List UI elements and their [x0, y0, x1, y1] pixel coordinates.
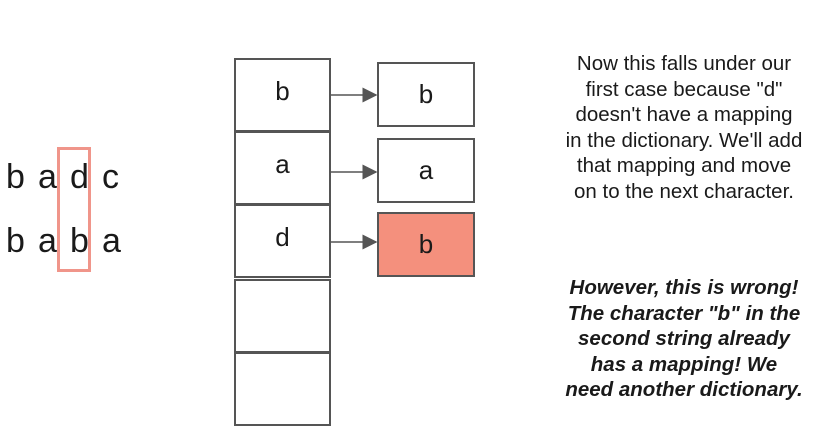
char: a — [38, 158, 57, 196]
char: b — [6, 158, 25, 196]
dict-value: b — [418, 229, 434, 259]
dict-key: d — [275, 221, 290, 252]
explanation-line: on to the next character. — [574, 179, 794, 203]
char: a — [102, 222, 121, 260]
char: a — [38, 222, 57, 260]
char: d — [70, 158, 89, 196]
dict-key-cell: d — [234, 204, 331, 278]
dict-value-box: a — [377, 138, 475, 203]
dict-key: b — [275, 75, 290, 106]
warning-line: second string already — [578, 327, 790, 350]
warning-line: has a mapping! We — [590, 352, 778, 376]
explanation-line: Now this falls under our — [576, 52, 792, 75]
warning-text: However, this is wrong! The character "b… — [548, 275, 820, 403]
char: b — [6, 222, 25, 260]
char: c — [102, 158, 119, 196]
dict-key: a — [275, 148, 290, 179]
explanation-line: first case because "d" — [585, 77, 783, 101]
explanation-line: in the dictionary. We'll add — [565, 128, 803, 152]
dict-value: b — [418, 79, 434, 109]
dict-value-box: b — [377, 62, 475, 127]
dict-value-box-conflict: b — [377, 212, 475, 277]
char: b — [70, 222, 89, 260]
warning-line: However, this is wrong! — [569, 276, 799, 299]
explanation-line: that mapping and move — [576, 154, 792, 177]
warning-line: The character "b" in the — [567, 301, 801, 325]
explanation-line: doesn't have a mapping — [575, 103, 793, 126]
dict-key-cell-empty — [234, 352, 331, 426]
dict-value: a — [418, 155, 434, 185]
current-index-highlight — [57, 147, 91, 272]
warning-line: need another dictionary. — [565, 378, 803, 401]
explanation-text: Now this falls under our first case beca… — [548, 51, 820, 204]
dict-key-cell: b — [234, 58, 331, 132]
